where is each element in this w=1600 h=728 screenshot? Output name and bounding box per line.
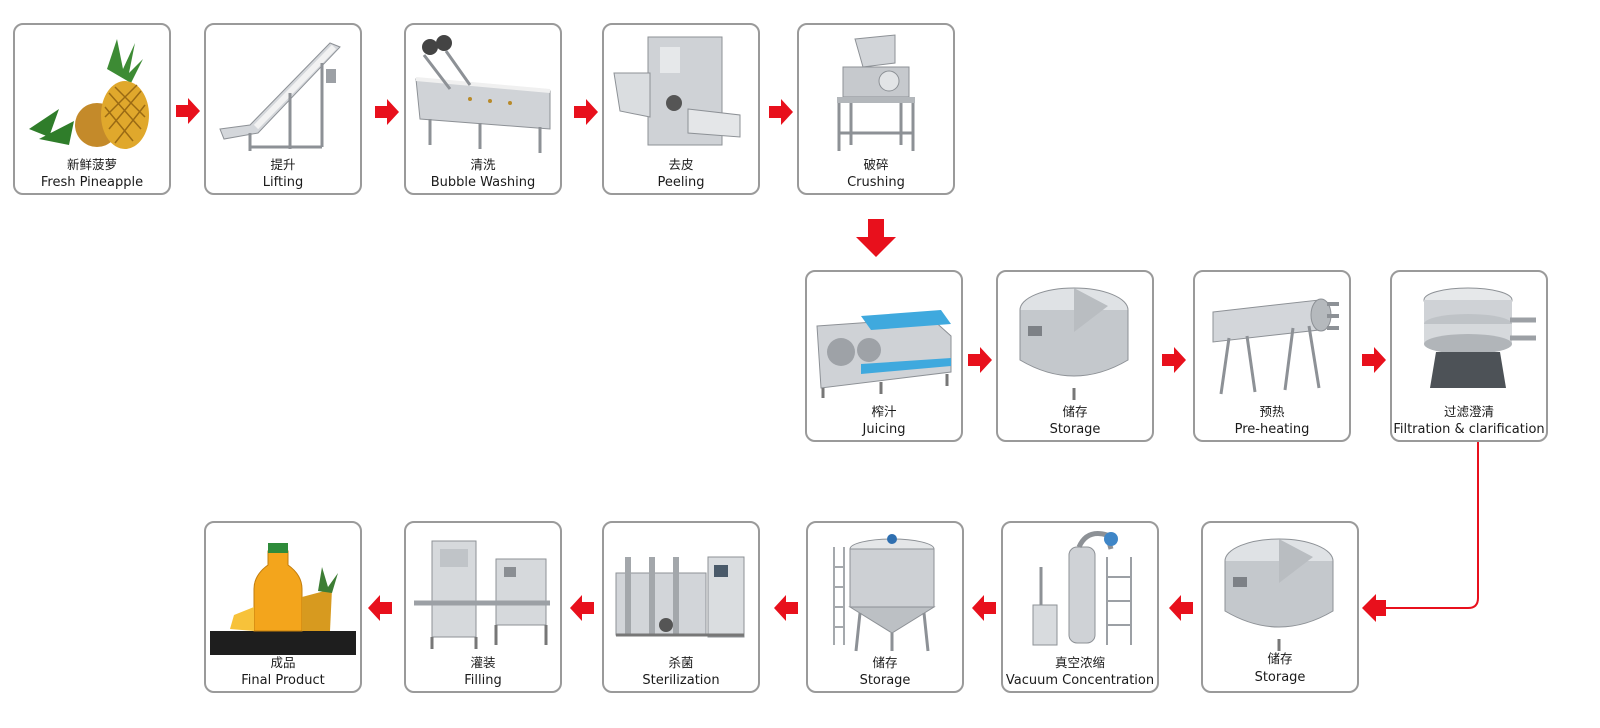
step-vacuum-concentration: 真空浓缩 Vacuum Concentration [1001, 521, 1159, 693]
tank-icon [1224, 538, 1334, 651]
step-label-en: Storage [1254, 670, 1306, 685]
flow-arrow-left [774, 595, 798, 621]
step-label-cn: 清洗 [470, 157, 496, 172]
step-final-product: 成品 Final Product [204, 521, 362, 693]
flow-arrow-left [972, 595, 996, 621]
step-label-cn: 新鲜菠萝 [66, 157, 117, 172]
flow-arrow-left [570, 595, 594, 621]
step-label-cn: 储存 [1267, 651, 1293, 666]
crusher-icon [837, 34, 915, 151]
step-label-en: Bubble Washing [430, 175, 536, 190]
vertical-tank-icon [833, 534, 936, 652]
heater-icon [1212, 298, 1339, 395]
step-storage-2: 储存 Storage [1201, 521, 1359, 693]
step-label-cn: 成品 [270, 655, 296, 670]
step-label-en: Vacuum Concentration [1005, 673, 1155, 688]
step-lifting: 提升 Lifting [204, 23, 362, 195]
step-label-cn: 榨汁 [871, 404, 897, 419]
pineapple-icon [29, 39, 149, 149]
flow-connector-line [1362, 442, 1479, 622]
step-fresh-pineapple: 新鲜菠萝 Fresh Pineapple [13, 23, 171, 195]
step-label-en: Pre-heating [1234, 422, 1310, 437]
step-label-cn: 真空浓缩 [1054, 655, 1105, 670]
sieve-icon [1423, 287, 1536, 388]
step-label-cn: 提升 [270, 157, 296, 172]
step-label-en: Final Product [241, 673, 325, 688]
step-label-cn: 储存 [872, 655, 898, 670]
step-label-en: Storage [1049, 422, 1101, 437]
flow-arrow-right [176, 98, 200, 124]
step-label-en: Filtration & clarification [1393, 422, 1545, 437]
step-label-cn: 破碎 [863, 157, 889, 172]
step-label-en: Lifting [262, 175, 304, 190]
juice-bottle-icon [210, 543, 356, 655]
belt-press-icon [816, 310, 952, 398]
flow-arrow-left [1169, 595, 1193, 621]
step-label-en: Juicing [862, 422, 906, 437]
step-sterilization: 杀菌 Sterilization [602, 521, 760, 693]
flow-arrow-right [769, 99, 793, 125]
filler-icon [414, 540, 550, 649]
step-label-cn: 储存 [1062, 404, 1088, 419]
flow-arrow-right [1162, 347, 1186, 373]
step-storage-1: 储存 Storage [996, 270, 1154, 442]
step-label-en: Fresh Pineapple [40, 175, 144, 190]
step-juicing: 榨汁 Juicing [805, 270, 963, 442]
step-label-cn: 杀菌 [668, 655, 694, 670]
step-bubble-washing: 清洗 Bubble Washing [404, 23, 562, 195]
peeler-icon [613, 36, 741, 146]
step-storage-3: 储存 Storage [806, 521, 964, 693]
step-pre-heating: 预热 Pre-heating [1193, 270, 1351, 442]
step-label-cn: 灌装 [470, 655, 496, 670]
conveyor-icon [219, 42, 341, 151]
sterilizer-icon [615, 556, 745, 638]
step-crushing: 破碎 Crushing [797, 23, 955, 195]
flow-arrow-right [1362, 347, 1386, 373]
flow-arrow-right [574, 99, 598, 125]
step-label-en: Peeling [657, 175, 705, 190]
step-label-en: Sterilization [642, 673, 720, 688]
step-peeling: 去皮 Peeling [602, 23, 760, 195]
step-label-en: Crushing [847, 175, 905, 190]
step-label-cn: 预热 [1259, 404, 1285, 419]
step-label-en: Filling [464, 673, 502, 688]
step-filling: 灌装 Filling [404, 521, 562, 693]
step-filtration: 过滤澄清 Filtration & clarification [1390, 270, 1548, 442]
step-label-cn: 过滤澄清 [1443, 404, 1494, 419]
flow-arrow-down [856, 219, 896, 257]
step-label-en: Storage [859, 673, 911, 688]
tank-icon [1019, 287, 1129, 400]
flow-arrow-right [968, 347, 992, 373]
step-label-cn: 去皮 [668, 157, 694, 172]
evaporator-icon [1032, 531, 1132, 646]
flow-arrow-left [368, 595, 392, 621]
washer-icon [415, 35, 551, 153]
flow-arrow-right [375, 99, 399, 125]
